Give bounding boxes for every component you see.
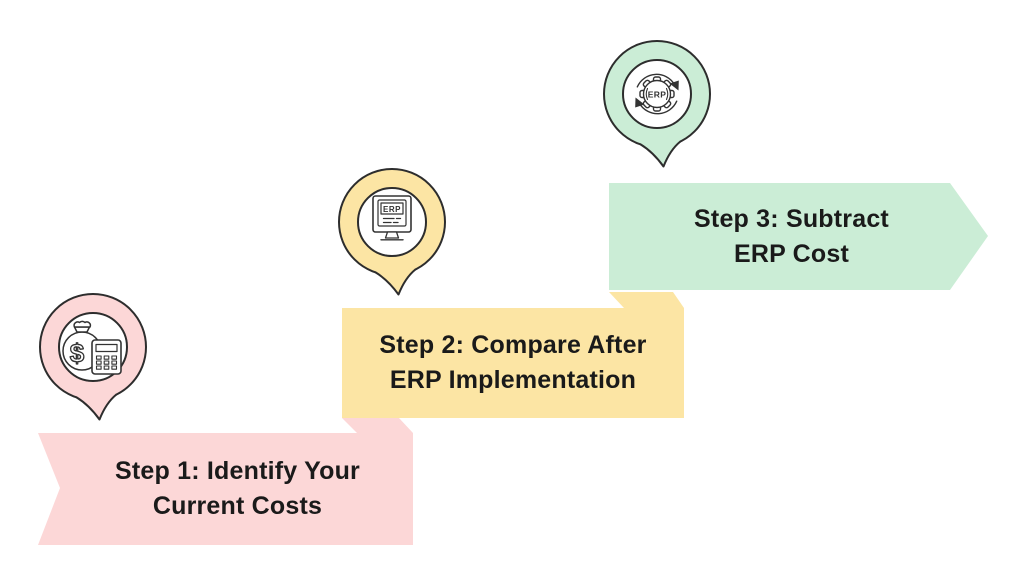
step-1-label: Step 1: Identify Your Current Costs — [38, 439, 413, 524]
step-2-pin: ERP — [338, 168, 446, 296]
step-1-label-line1: Step 1: Identify Your — [115, 457, 360, 485]
step-1-label-line2: Current Costs — [152, 492, 323, 520]
step-3-label-line2: ERP Cost — [733, 239, 850, 268]
erp-gear-text: ERP — [648, 90, 666, 100]
step-3-label-line1: Step 3: Subtract — [694, 204, 889, 233]
step-2-label-line2: ERP Implementation — [389, 366, 637, 394]
step-2-label: Step 2: Compare After ERP Implementation — [342, 312, 684, 398]
money-bag-calculator-icon: $ — [62, 320, 122, 375]
step-2-label-line1: Step 2: Compare After — [379, 331, 647, 359]
erp-gear-cycle-icon: ERP — [635, 73, 679, 115]
dollar-glyph: $ — [70, 338, 85, 368]
step-3-banner: Step 3: Subtract ERP Cost — [609, 183, 988, 290]
step-3-label: Step 3: Subtract ERP Cost — [609, 202, 988, 272]
step-2-banner: Step 2: Compare After ERP Implementation — [342, 292, 684, 418]
erp-monitor-text: ERP — [383, 205, 401, 214]
erp-monitor-icon: ERP — [372, 195, 412, 241]
step-1-pin: $ — [39, 293, 147, 421]
step-3-pin: ERP — [603, 40, 711, 168]
step-1-banner: Step 1: Identify Your Current Costs — [38, 418, 413, 545]
